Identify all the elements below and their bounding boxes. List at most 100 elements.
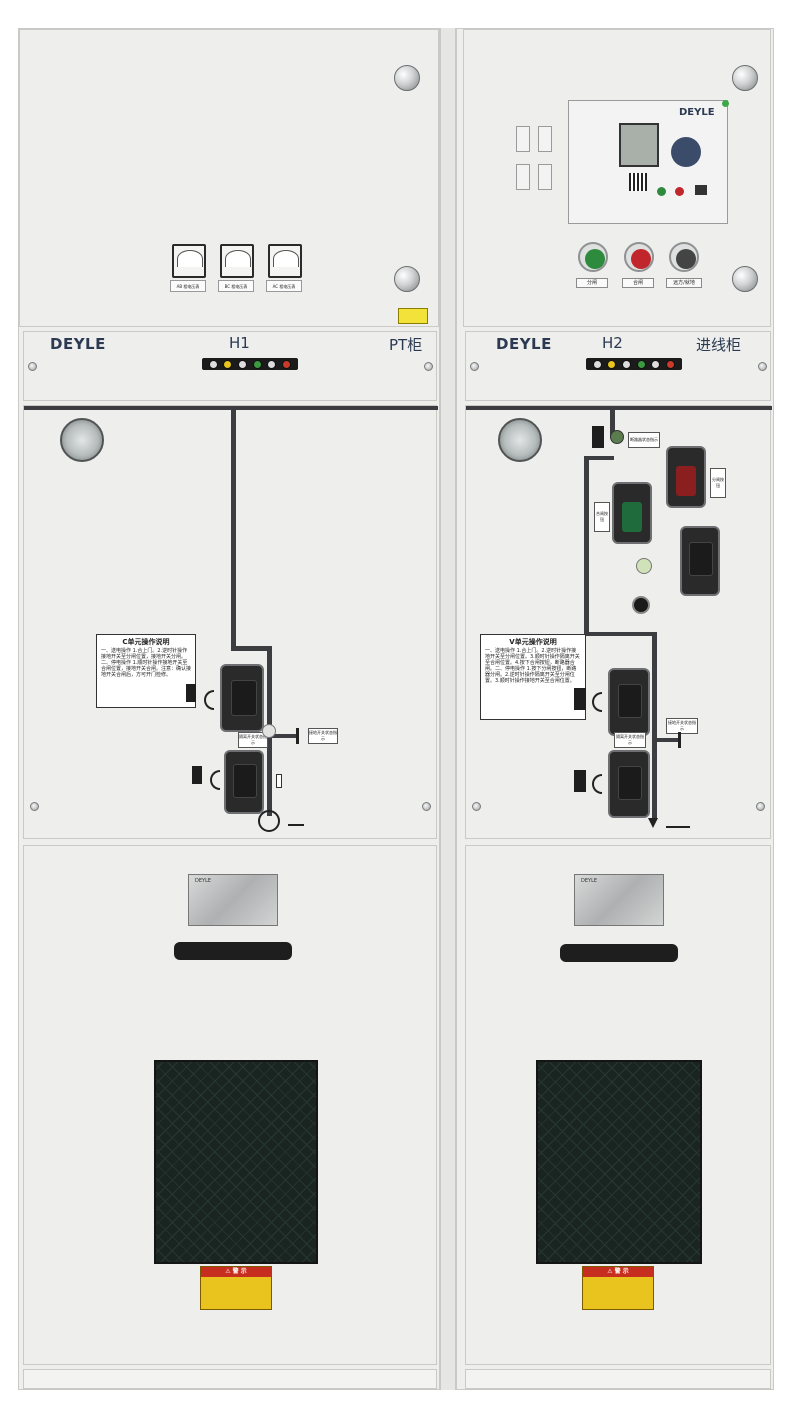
pressure-gauge-icon bbox=[498, 418, 542, 462]
h1-isolator-status-tag: 隔离开关状态指示 bbox=[238, 732, 268, 748]
h2-earthing-switch[interactable] bbox=[608, 750, 650, 818]
pressure-gauge-icon bbox=[60, 418, 104, 462]
h2-cable-compartment: DEYLE ⚠ 警 示 bbox=[465, 845, 771, 1365]
h2-trip-button[interactable] bbox=[666, 446, 706, 508]
cabinet-type: 进线柜 bbox=[696, 336, 742, 354]
cable-arrow-icon bbox=[648, 818, 658, 828]
h1-operation-panel: C单元操作说明 一、送电操作 1.合上门。2.逆时针操作接地开关至分闸位置，接地… bbox=[23, 405, 438, 839]
live-indicator-strip bbox=[202, 358, 298, 370]
notice-body: 一、送电操作 1.合上门。2.逆时针操作接地开关至分闸位置。3.顺时针操作隔离开… bbox=[485, 648, 580, 684]
open-button[interactable] bbox=[578, 242, 608, 272]
h2-door-handle[interactable] bbox=[560, 944, 678, 962]
rotate-arrow-icon bbox=[204, 690, 214, 710]
h1-inspection-window bbox=[154, 1060, 318, 1264]
cabinet-divider bbox=[440, 28, 456, 1390]
remote-local-selector[interactable] bbox=[669, 242, 699, 272]
relay-green-button[interactable] bbox=[657, 187, 666, 196]
h2-remote-local-group: 远方/就地 bbox=[666, 242, 702, 290]
status-led-icon bbox=[722, 100, 729, 107]
h2-open-button-group: 分闸 bbox=[576, 242, 610, 290]
relay-brand: DEYLE bbox=[679, 107, 715, 118]
breaker-status-indicator bbox=[610, 430, 624, 444]
h2-operation-notice: V单元操作说明 一、送电操作 1.合上门。2.逆时针操作接地开关至分闸位置。3.… bbox=[480, 634, 586, 720]
earth-symbol-icon bbox=[678, 732, 688, 748]
h2-earth-status-tag: 接地开关状态指示 bbox=[666, 718, 698, 734]
busbar-line bbox=[231, 408, 236, 650]
protection-relay: DEYLE bbox=[568, 100, 728, 224]
screw-icon bbox=[30, 802, 39, 811]
busbar-line bbox=[584, 632, 656, 636]
close-button[interactable] bbox=[624, 242, 654, 272]
h2-door-bolt-top[interactable] bbox=[732, 65, 758, 91]
busbar-line bbox=[584, 458, 589, 636]
unit-code: H1 bbox=[229, 334, 250, 352]
brand-logo: DEYLE bbox=[496, 335, 552, 353]
busbar-line bbox=[610, 408, 615, 438]
cabinet-h1: AB 相电压表 BC 相电压表 AC 相电压表 DEYLE H1 PT柜 bbox=[18, 28, 440, 1390]
h2-door-bolt-bottom[interactable] bbox=[732, 266, 758, 292]
ethernet-port-icon[interactable] bbox=[695, 185, 707, 195]
busbar-line bbox=[652, 738, 678, 742]
button-label: 分闸 bbox=[576, 278, 608, 288]
h1-warning-label: ⚠ 警 示 bbox=[200, 1266, 272, 1310]
aux-switch[interactable] bbox=[538, 126, 552, 152]
aux-switch[interactable] bbox=[516, 126, 530, 152]
switch-position-icon bbox=[186, 684, 196, 702]
earth-symbol-icon bbox=[296, 728, 306, 744]
h2-base bbox=[465, 1369, 771, 1389]
screw-icon bbox=[472, 802, 481, 811]
busbar-line bbox=[652, 632, 657, 818]
voltmeter-icon bbox=[268, 244, 302, 278]
unit-code: H2 bbox=[602, 334, 623, 352]
h2-header-bar: DEYLE H2 进线柜 bbox=[465, 331, 771, 401]
relay-display bbox=[619, 123, 659, 167]
ground-symbol-icon bbox=[666, 814, 690, 828]
h2-close-button[interactable] bbox=[612, 482, 652, 544]
aux-switch[interactable] bbox=[538, 164, 552, 190]
screw-icon bbox=[424, 362, 433, 371]
h2-warning-label: ⚠ 警 示 bbox=[582, 1266, 654, 1310]
h1-earth-status-tag: 接地开关状态指示 bbox=[308, 728, 338, 744]
voltmeter-icon bbox=[220, 244, 254, 278]
counter-icon bbox=[632, 596, 650, 614]
h1-cable-compartment: DEYLE ⚠ 警 示 bbox=[23, 845, 437, 1365]
relay-red-button[interactable] bbox=[675, 187, 684, 196]
h1-door-bolt-bottom[interactable] bbox=[394, 266, 420, 292]
switch-position-icon bbox=[192, 766, 202, 784]
h1-door-bolt-top[interactable] bbox=[394, 65, 420, 91]
h2-relay-compartment: DEYLE 分闸 合闸 远方/就地 bbox=[463, 29, 771, 327]
h2-spring-charge-switch[interactable] bbox=[680, 526, 720, 596]
h1-instrument-compartment: AB 相电压表 BC 相电压表 AC 相电压表 bbox=[19, 29, 439, 327]
screw-icon bbox=[758, 362, 767, 371]
screw-icon bbox=[470, 362, 479, 371]
h1-meter-bc: BC 相电压表 bbox=[218, 244, 258, 294]
h2-nameplate: DEYLE bbox=[574, 874, 664, 926]
rotate-arrow-icon bbox=[210, 770, 220, 790]
notice-title: C单元操作说明 bbox=[122, 638, 170, 646]
screw-icon bbox=[422, 802, 431, 811]
screw-icon bbox=[28, 362, 37, 371]
h2-inspection-window bbox=[536, 1060, 702, 1264]
h1-earthing-switch[interactable] bbox=[224, 750, 264, 814]
warning-title: ⚠ 警 示 bbox=[201, 1267, 271, 1277]
meter-label: BC 相电压表 bbox=[218, 280, 254, 292]
nameplate-brand: DEYLE bbox=[195, 878, 212, 884]
h2-close-button-group: 合闸 bbox=[622, 242, 656, 290]
cabinet-h2: DEYLE 分闸 合闸 远方/就地 DEYLE H2 进线柜 bbox=[456, 28, 774, 1390]
spring-indicator-icon bbox=[636, 558, 652, 574]
nav-pad-icon[interactable] bbox=[671, 137, 701, 167]
h1-door-handle[interactable] bbox=[174, 942, 292, 960]
h1-isolator-switch[interactable] bbox=[220, 664, 264, 732]
h1-meter-ac: AC 相电压表 bbox=[266, 244, 306, 294]
qr-code-icon bbox=[629, 173, 647, 191]
busbar-line bbox=[231, 646, 271, 651]
aux-switch[interactable] bbox=[516, 164, 530, 190]
h2-isolator-switch[interactable] bbox=[608, 668, 650, 736]
busbar-line bbox=[268, 734, 298, 738]
button-label: 远方/就地 bbox=[666, 278, 702, 288]
pt-transformer-icon bbox=[258, 810, 280, 832]
h1-base bbox=[23, 1369, 437, 1389]
meter-label: AC 相电压表 bbox=[266, 280, 302, 292]
h2-trip-tag: 分闸按钮 bbox=[710, 468, 726, 498]
brand-logo: DEYLE bbox=[50, 335, 106, 353]
